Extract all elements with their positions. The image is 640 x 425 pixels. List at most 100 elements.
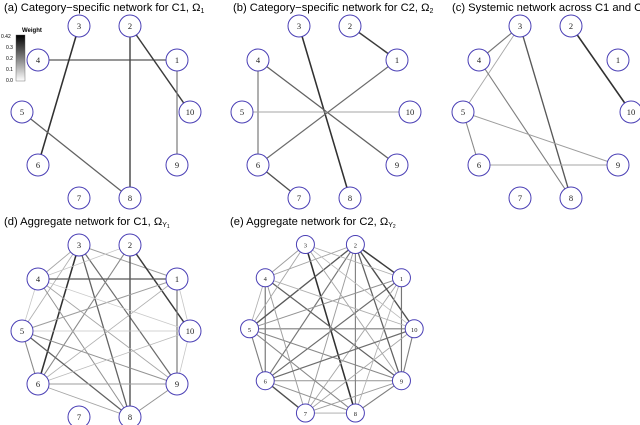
node-label-6: 6 — [477, 160, 481, 170]
edge-2-4 — [37, 244, 131, 280]
node-4 — [26, 267, 50, 291]
node-label-10: 10 — [411, 327, 418, 334]
node-5 — [10, 100, 34, 124]
edge-2-5 — [249, 243, 356, 330]
node-7 — [508, 186, 532, 210]
legend-tick: 0.3 — [6, 45, 13, 51]
node-label-1: 1 — [175, 274, 179, 284]
node-label-5: 5 — [461, 107, 465, 117]
node-label-7: 7 — [77, 193, 81, 203]
panel-b-title: (b) Category−specific network for C2, Ω2 — [233, 2, 433, 15]
node-label-6: 6 — [36, 160, 40, 170]
edge-3-1 — [78, 244, 178, 280]
edge-4-10 — [37, 278, 191, 332]
node-label-9: 9 — [400, 379, 403, 386]
node-5 — [230, 100, 254, 124]
node-label-3: 3 — [77, 21, 81, 31]
node-1 — [391, 268, 411, 288]
panel-a-title: (a) Category−specific network for C1, Ω1 — [4, 2, 204, 15]
edge-1-6 — [37, 278, 178, 385]
node-label-5: 5 — [248, 327, 251, 334]
node-label-8: 8 — [569, 193, 573, 203]
node-label-7: 7 — [77, 412, 81, 422]
edge-5-8 — [249, 328, 356, 414]
node-10 — [178, 100, 202, 124]
node-3 — [67, 14, 91, 38]
node-label-3: 3 — [304, 242, 307, 249]
node-10 — [178, 319, 202, 343]
edge-2-10 — [129, 244, 191, 332]
edge-5-8 — [21, 111, 131, 199]
edge-3-1 — [305, 244, 402, 279]
node-label-10: 10 — [186, 107, 195, 117]
edge-1-5 — [249, 277, 402, 330]
node-label-2: 2 — [128, 240, 132, 250]
node-1 — [606, 48, 630, 72]
node-10 — [619, 100, 640, 124]
node-label-2: 2 — [354, 242, 357, 249]
node-9 — [165, 372, 189, 396]
weight-legend: Weight 0.42 0.3 0.2 0.1 0.0 — [1, 28, 42, 84]
edge-1-6 — [264, 277, 402, 382]
node-label-5: 5 — [240, 107, 244, 117]
node-label-3: 3 — [297, 21, 301, 31]
edge-2-7 — [304, 244, 356, 414]
node-1 — [165, 48, 189, 72]
edge-3-9 — [78, 244, 178, 385]
legend-tick: 0.1 — [6, 67, 13, 73]
node-8 — [118, 186, 142, 210]
node-label-4: 4 — [36, 274, 41, 284]
edge-4-10 — [265, 277, 415, 330]
node-label-5: 5 — [20, 107, 24, 117]
node-4 — [246, 48, 270, 72]
node-8 — [118, 405, 142, 425]
panel-d-title: (d) Aggregate network for C1, ΩY1 — [4, 216, 170, 230]
node-5 — [451, 100, 475, 124]
node-10 — [404, 319, 424, 339]
node-3 — [287, 14, 311, 38]
edge-9-7 — [305, 380, 402, 414]
node-label-9: 9 — [395, 160, 399, 170]
edge-1-7 — [305, 277, 402, 414]
node-8 — [559, 186, 583, 210]
node-label-10: 10 — [627, 107, 636, 117]
legend-color-bar — [15, 34, 26, 82]
edge-10-6 — [265, 328, 415, 382]
node-label-9: 9 — [175, 379, 179, 389]
node-10 — [398, 100, 422, 124]
node-2 — [338, 14, 362, 38]
node-label-8: 8 — [354, 411, 357, 418]
edge-4-8 — [478, 59, 572, 199]
node-label-2: 2 — [348, 21, 352, 31]
node-label-1: 1 — [616, 55, 620, 65]
edge-3-5 — [249, 244, 306, 330]
node-9 — [606, 153, 630, 177]
node-label-8: 8 — [348, 193, 352, 203]
node-label-5: 5 — [20, 326, 24, 336]
node-label-3: 3 — [77, 240, 81, 250]
panel-c-title: (c) Systemic network across C1 and C2, Ω… — [452, 2, 640, 15]
node-label-8: 8 — [128, 193, 132, 203]
node-label-4: 4 — [36, 55, 41, 65]
edge-1-5 — [21, 278, 178, 332]
node-label-7: 7 — [297, 193, 301, 203]
node-9 — [391, 371, 411, 391]
edge-3-10 — [305, 244, 415, 330]
node-label-4: 4 — [264, 276, 268, 283]
node-3 — [67, 233, 91, 257]
node-7 — [295, 403, 315, 423]
node-7 — [287, 186, 311, 210]
node-4 — [26, 48, 50, 72]
node-1 — [385, 48, 409, 72]
node-6 — [255, 371, 275, 391]
edge-3-9 — [305, 244, 402, 381]
edge-2-4 — [265, 244, 356, 279]
legend-tick: 0.0 — [6, 78, 13, 84]
node-4 — [255, 268, 275, 288]
